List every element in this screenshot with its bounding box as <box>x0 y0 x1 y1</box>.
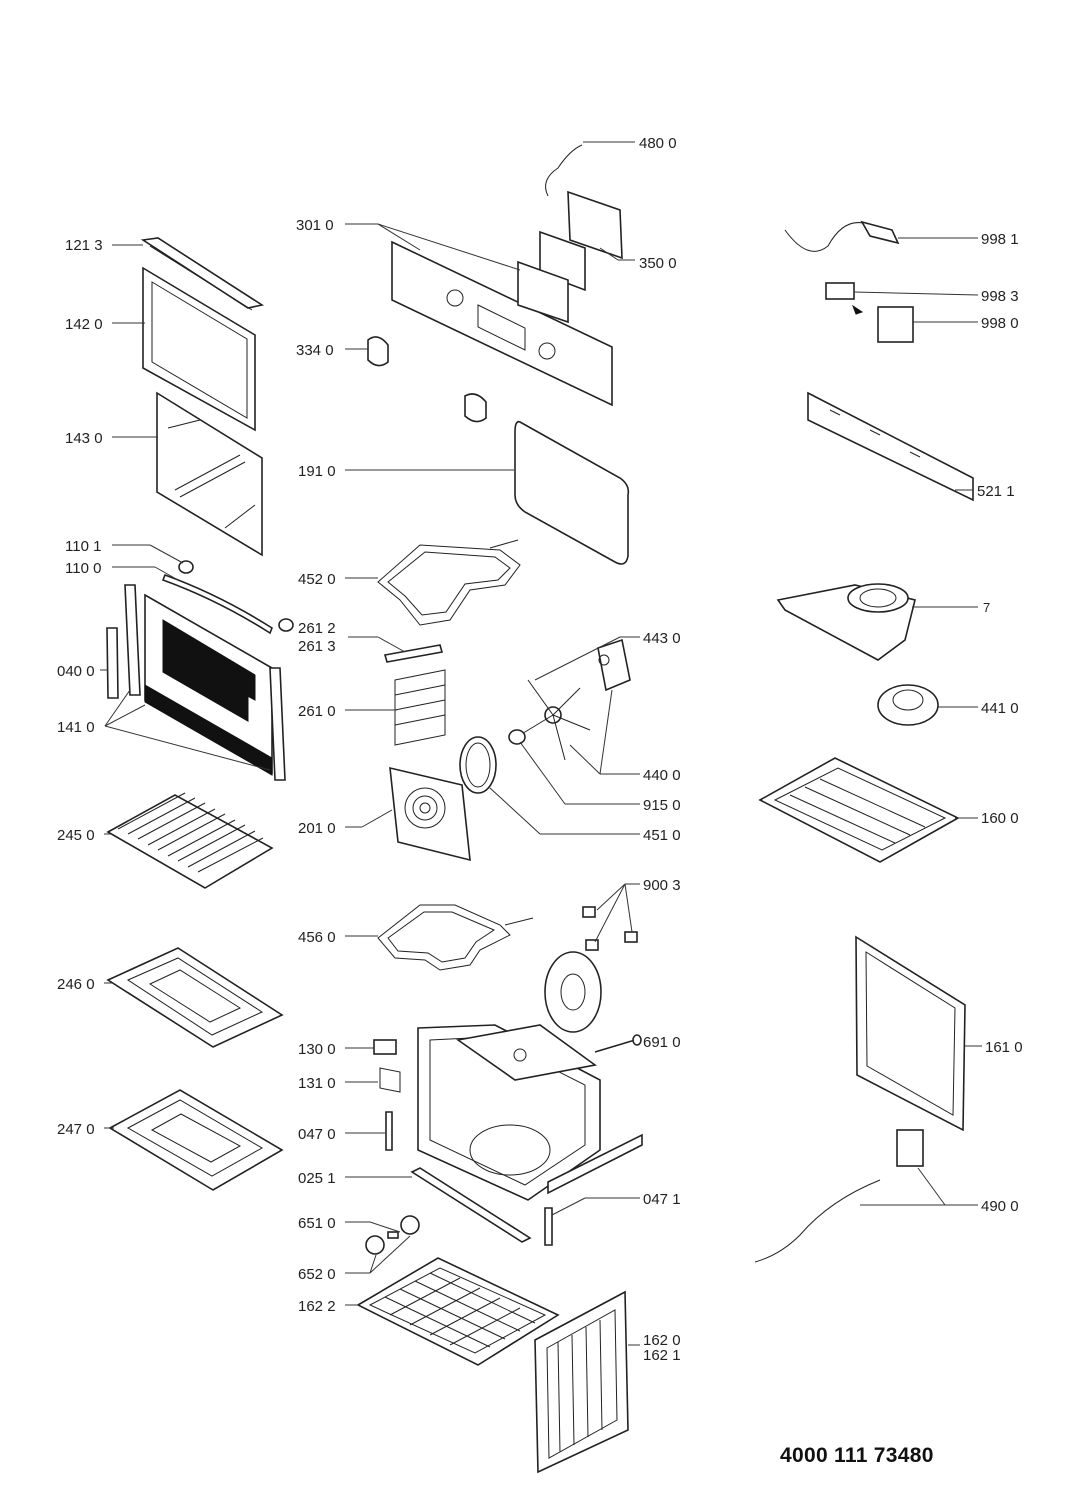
connection-cable-part <box>754 1129 924 1263</box>
part-label-025-1: 025 1 <box>298 1170 336 1187</box>
part-label-131-0: 131 0 <box>298 1075 336 1092</box>
part-label-998-3: 998 3 <box>981 288 1019 305</box>
part-label-651-0: 651 0 <box>298 1215 336 1232</box>
part-label-040-0: 040 0 <box>57 663 95 680</box>
fan-blade-part <box>508 679 591 761</box>
part-label-451-0: 451 0 <box>643 827 681 844</box>
fan-shaft-part <box>594 1034 642 1053</box>
mains-cable-part <box>784 220 900 252</box>
part-label-201-0: 201 0 <box>298 820 336 837</box>
document-number: 4000 111 73480 <box>780 1444 934 1467</box>
part-label-261-2: 261 2 <box>298 620 336 637</box>
part-label-161-0: 161 0 <box>985 1039 1023 1056</box>
part-label-162-2: 162 2 <box>298 1298 336 1315</box>
fan-cover-part <box>389 766 471 862</box>
part-label-440-0: 440 0 <box>643 767 681 784</box>
cavity-small-parts <box>373 1039 401 1151</box>
part-label-915-0: 915 0 <box>643 797 681 814</box>
cavity-rail-part <box>410 1133 643 1246</box>
part-label-998-1: 998 1 <box>981 231 1019 248</box>
part-labels: 121 3 142 0 143 0 110 1 110 0 040 0 141 … <box>57 135 1023 1364</box>
part-label-480-0: 480 0 <box>639 135 677 152</box>
module-label-part <box>825 282 914 343</box>
part-label-443-0: 443 0 <box>643 630 681 647</box>
knob-part <box>367 336 487 423</box>
power-cable-480-part <box>545 144 583 197</box>
rear-panel-part <box>855 935 966 1132</box>
gasket-clips-part <box>365 1215 420 1255</box>
part-label-142-0: 142 0 <box>65 316 103 333</box>
leader-lines <box>100 141 982 1346</box>
shallow-tray-part <box>106 947 284 1048</box>
part-label-162-1: 162 1 <box>643 1347 681 1364</box>
part-label-141-0: 141 0 <box>57 719 95 736</box>
fan-housing-part <box>776 583 916 661</box>
outer-door-glass-part <box>142 266 256 432</box>
part-label-246-0: 246 0 <box>57 976 95 993</box>
wire-shelf-part <box>106 792 274 889</box>
grill-element-part <box>377 539 521 626</box>
deep-tray-part <box>108 1089 284 1191</box>
lamp-clips-part <box>582 906 638 951</box>
part-label-110-1: 110 1 <box>65 538 101 555</box>
electronic-module-part <box>517 190 623 324</box>
door-frame-part <box>124 584 286 781</box>
oven-cavity-part <box>417 1024 601 1201</box>
fan-motor-part <box>597 638 631 692</box>
part-label-261-0: 261 0 <box>298 703 336 720</box>
oven-door-seal-part <box>514 420 630 565</box>
part-label-441-0: 441 0 <box>981 700 1019 717</box>
control-board-part <box>807 391 974 502</box>
top-shield-part <box>758 757 960 863</box>
part-label-490-0: 490 0 <box>981 1198 1019 1215</box>
part-label-7: 7 <box>983 600 990 615</box>
cooling-fan-part <box>877 684 939 726</box>
part-label-652-0: 652 0 <box>298 1266 336 1283</box>
part-label-160-0: 160 0 <box>981 810 1019 827</box>
part-label-047-1: 047 1 <box>643 1191 681 1208</box>
part-label-143-0: 143 0 <box>65 430 103 447</box>
part-label-452-0: 452 0 <box>298 571 336 588</box>
bottom-rack-part <box>356 1257 560 1366</box>
part-label-521-1: 521 1 <box>977 483 1015 500</box>
part-label-130-0: 130 0 <box>298 1041 336 1058</box>
inner-door-glass-part <box>156 391 263 557</box>
part-label-047-0: 047 0 <box>298 1126 336 1143</box>
part-label-162-0: 162 0 <box>643 1332 681 1349</box>
part-label-691-0: 691 0 <box>643 1034 681 1051</box>
part-label-998-0: 998 0 <box>981 315 1019 332</box>
door-top-trim-part <box>140 237 265 311</box>
part-label-900-3: 900 3 <box>643 877 681 894</box>
lower-element-part <box>377 904 534 971</box>
rear-fan-disc-part <box>544 951 602 1033</box>
door-hinge-part <box>106 627 119 699</box>
part-label-191-0: 191 0 <box>298 463 336 480</box>
side-liner-part <box>534 1290 629 1474</box>
part-label-456-0: 456 0 <box>298 929 336 946</box>
circular-heater-part <box>459 736 497 794</box>
shelf-runner-part <box>383 644 446 746</box>
part-label-121-3: 121 3 <box>65 237 103 254</box>
part-label-245-0: 245 0 <box>57 827 95 844</box>
part-label-247-0: 247 0 <box>57 1121 95 1138</box>
part-label-110-0: 110 0 <box>65 560 101 577</box>
part-label-261-3: 261 3 <box>298 638 336 655</box>
part-label-301-0: 301 0 <box>296 217 334 234</box>
part-label-334-0: 334 0 <box>296 342 334 359</box>
part-label-350-0: 350 0 <box>639 255 677 272</box>
door-hinge-bumpers-part <box>161 560 294 635</box>
